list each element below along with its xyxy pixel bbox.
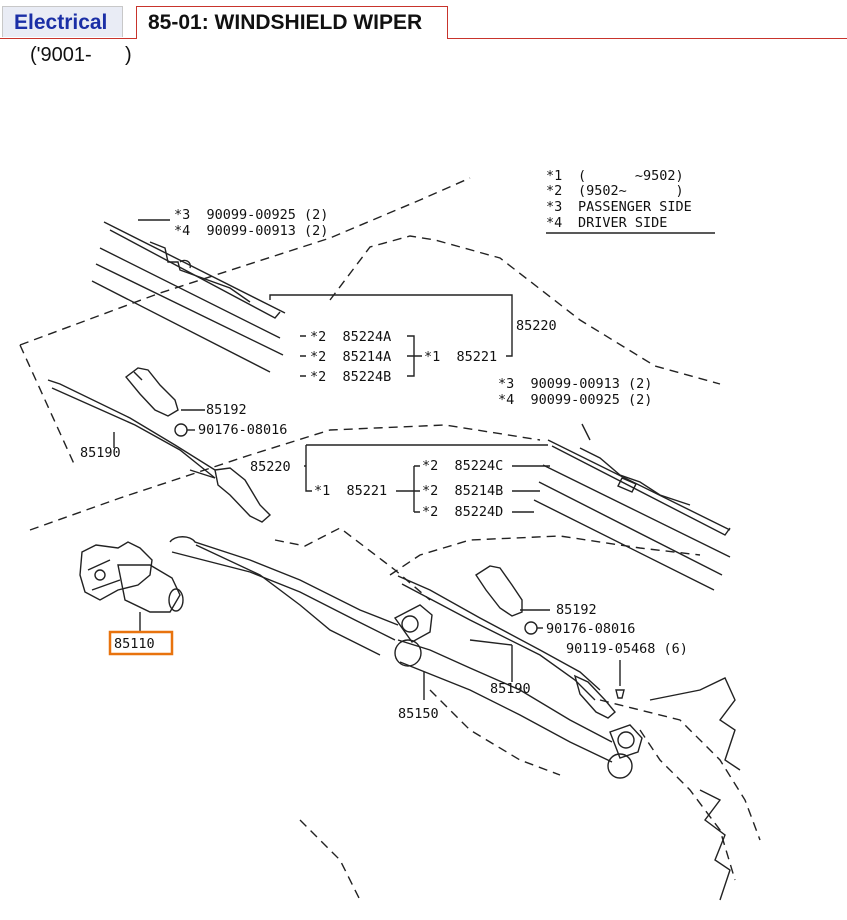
right-blade-stack — [533, 439, 731, 591]
callout-90176-right[interactable]: 90176-08016 — [546, 621, 635, 637]
callout-90119[interactable]: 90119-05468 (6) — [566, 641, 688, 657]
body-panel-edge — [649, 677, 741, 771]
legend-mark-4: *4 — [546, 215, 562, 231]
callout-85190-left[interactable]: 85190 — [80, 445, 121, 461]
callout-85110[interactable]: 85110 — [114, 636, 155, 652]
left-arm-cover — [124, 367, 179, 417]
legend-text-1: ( ~9502) — [578, 168, 684, 184]
legend: *1 ( ~9502) *2 (9502~ ) *3 PASSENGER SID… — [546, 168, 692, 231]
callout-85221-right[interactable]: *1 85221 — [314, 483, 387, 499]
windshield-outline — [19, 177, 761, 901]
right-arm-cover — [475, 565, 523, 617]
callout-85150[interactable]: 85150 — [398, 706, 439, 722]
legend-mark-3: *3 — [546, 199, 562, 215]
callout-bolt-right-3[interactable]: *3 90099-00913 (2) — [498, 376, 652, 392]
callout-85224b[interactable]: *2 85224B — [310, 369, 391, 385]
left-arm-nut — [174, 423, 188, 437]
legend-text-2: (9502~ ) — [578, 183, 684, 199]
right-wiper-arm — [397, 575, 616, 719]
wiper-motor — [79, 541, 184, 613]
year-range: ('9001- ) — [30, 44, 132, 66]
legend-text-3: PASSENGER SIDE — [578, 199, 692, 215]
callout-85221-left[interactable]: *1 85221 — [424, 349, 497, 365]
callout-bolt-upper-3[interactable]: *3 90099-00925 (2) — [174, 207, 328, 223]
callout-85192-left[interactable]: 85192 — [206, 402, 247, 418]
left-wiper-arm — [47, 379, 272, 523]
tab-bar: Electrical 85-01: WINDSHIELD WIPER — [0, 0, 847, 39]
callout-85224d[interactable]: *2 85224D — [422, 504, 503, 520]
callout-85220-right[interactable]: 85220 — [250, 459, 291, 475]
callout-85220-left[interactable]: 85220 — [516, 318, 557, 334]
callout-bolt-right-4[interactable]: *4 90099-00925 (2) — [498, 392, 652, 408]
callout-85190-right[interactable]: 85190 — [490, 681, 531, 697]
leader-lines — [113, 219, 621, 700]
selected-part-highlight — [108, 630, 174, 656]
callout-85224a[interactable]: *2 85224A — [310, 329, 391, 345]
legend-mark-1: *1 — [546, 168, 562, 184]
callout-85214a[interactable]: *2 85214A — [310, 349, 391, 365]
callout-85214b[interactable]: *2 85214B — [422, 483, 503, 499]
callout-85224c[interactable]: *2 85224C — [422, 458, 503, 474]
legend-text-4: DRIVER SIDE — [578, 215, 667, 231]
callout-90176-left[interactable]: 90176-08016 — [198, 422, 287, 438]
body-panel-break — [699, 789, 731, 901]
callout-85192-right[interactable]: 85192 — [556, 602, 597, 618]
legend-mark-2: *2 — [546, 183, 562, 199]
tab-windshield-wiper[interactable]: 85-01: WINDSHIELD WIPER — [136, 6, 448, 39]
callouts: *3 90099-00925 (2) *4 90099-00913 (2) *2… — [80, 207, 688, 722]
left-blade-stack — [91, 221, 286, 373]
right-arm-nut — [524, 621, 538, 635]
wiper-linkage — [169, 536, 643, 779]
callout-bolt-upper-4[interactable]: *4 90099-00913 (2) — [174, 223, 328, 239]
tab-electrical[interactable]: Electrical — [2, 6, 123, 37]
